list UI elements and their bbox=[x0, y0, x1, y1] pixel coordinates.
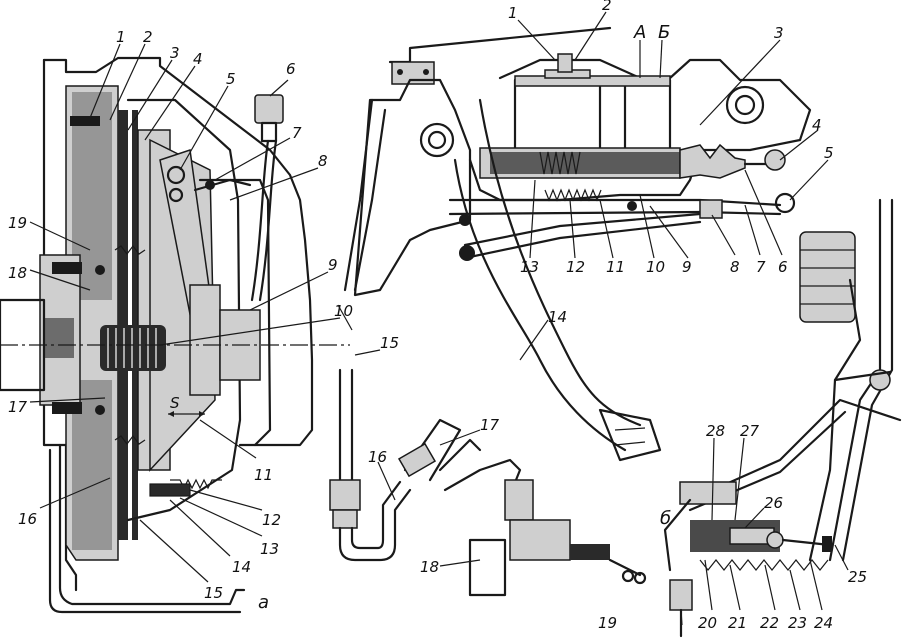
left-callout-2: 2 bbox=[143, 28, 153, 46]
view-letter-b: б bbox=[660, 508, 671, 529]
clutch-assembly-section bbox=[0, 56, 350, 614]
pedal-drive-assembly bbox=[329, 26, 812, 597]
right-callout-11: 11 bbox=[606, 258, 625, 276]
left-callout-15: 15 bbox=[204, 584, 223, 602]
right-callout-8: 8 bbox=[730, 258, 740, 276]
left-callout-14: 14 bbox=[232, 558, 251, 576]
right-callout-16: 16 bbox=[368, 448, 387, 466]
detail-callout-19: 19 bbox=[598, 614, 617, 632]
detail-callout-23: 23 bbox=[788, 614, 807, 632]
right-callout-14: 14 bbox=[548, 308, 567, 326]
left-callout-5: 5 bbox=[226, 70, 236, 88]
detail-callout-24: 24 bbox=[814, 614, 833, 632]
view-letter-a: а bbox=[258, 592, 269, 613]
right-callout-10: 10 bbox=[646, 258, 665, 276]
left-callout-19: 19 bbox=[8, 214, 27, 232]
detail-callout-21: 21 bbox=[728, 614, 747, 632]
left-callout-1: 1 bbox=[116, 28, 126, 46]
right-callout-labels: 1 2 3 4 5 6 7 8 9 10 11 12 13 14 15 16 1… bbox=[368, 0, 834, 576]
right-callout-7: 7 bbox=[756, 258, 766, 276]
left-callout-17: 17 bbox=[8, 398, 28, 416]
left-callout-3: 3 bbox=[170, 44, 180, 62]
detail-callout-22: 22 bbox=[760, 614, 779, 632]
detail-callout-labels: 19 20 21 22 23 24 25 26 27 28 б bbox=[598, 422, 867, 632]
detail-callout-25: 25 bbox=[848, 568, 867, 586]
right-callout-18: 18 bbox=[420, 558, 439, 576]
detail-view-b bbox=[663, 198, 902, 638]
section-letter-b: Б bbox=[658, 22, 670, 43]
section-letter-a: А bbox=[633, 22, 646, 43]
right-callout-12: 12 bbox=[566, 258, 585, 276]
left-callout-7: 7 bbox=[292, 124, 302, 142]
left-leaders bbox=[29, 43, 341, 583]
left-callout-9: 9 bbox=[328, 256, 338, 274]
detail-callout-27: 27 bbox=[740, 422, 760, 440]
right-leaders bbox=[354, 11, 829, 567]
detail-callout-28: 28 bbox=[706, 422, 725, 440]
right-callout-6: 6 bbox=[778, 258, 788, 276]
right-callout-9: 9 bbox=[682, 258, 692, 276]
right-callout-4: 4 bbox=[812, 116, 822, 134]
left-callout-4: 4 bbox=[193, 50, 203, 68]
detail-callout-26: 26 bbox=[764, 494, 783, 512]
right-callout-5: 5 bbox=[824, 144, 834, 162]
gap-dimension-s: S bbox=[170, 394, 180, 412]
left-callout-8: 8 bbox=[318, 152, 328, 170]
detail-leaders bbox=[680, 437, 849, 626]
right-callout-3: 3 bbox=[774, 24, 784, 42]
left-callout-12: 12 bbox=[262, 511, 281, 529]
left-callout-6: 6 bbox=[286, 60, 296, 78]
left-callout-labels: 1 2 3 4 5 6 7 8 9 10 11 12 13 14 15 16 1… bbox=[8, 28, 353, 613]
left-callout-10: 10 bbox=[334, 302, 353, 320]
right-callout-13: 13 bbox=[520, 258, 539, 276]
right-callout-17: 17 bbox=[480, 416, 500, 434]
left-callout-13: 13 bbox=[260, 540, 279, 558]
left-callout-16: 16 bbox=[18, 510, 37, 528]
left-callout-11: 11 bbox=[254, 466, 273, 484]
right-callout-2: 2 bbox=[602, 0, 612, 14]
right-callout-15: 15 bbox=[380, 334, 399, 352]
right-callout-1: 1 bbox=[508, 4, 518, 22]
detail-callout-20: 20 bbox=[698, 614, 717, 632]
left-callout-18: 18 bbox=[8, 264, 27, 282]
